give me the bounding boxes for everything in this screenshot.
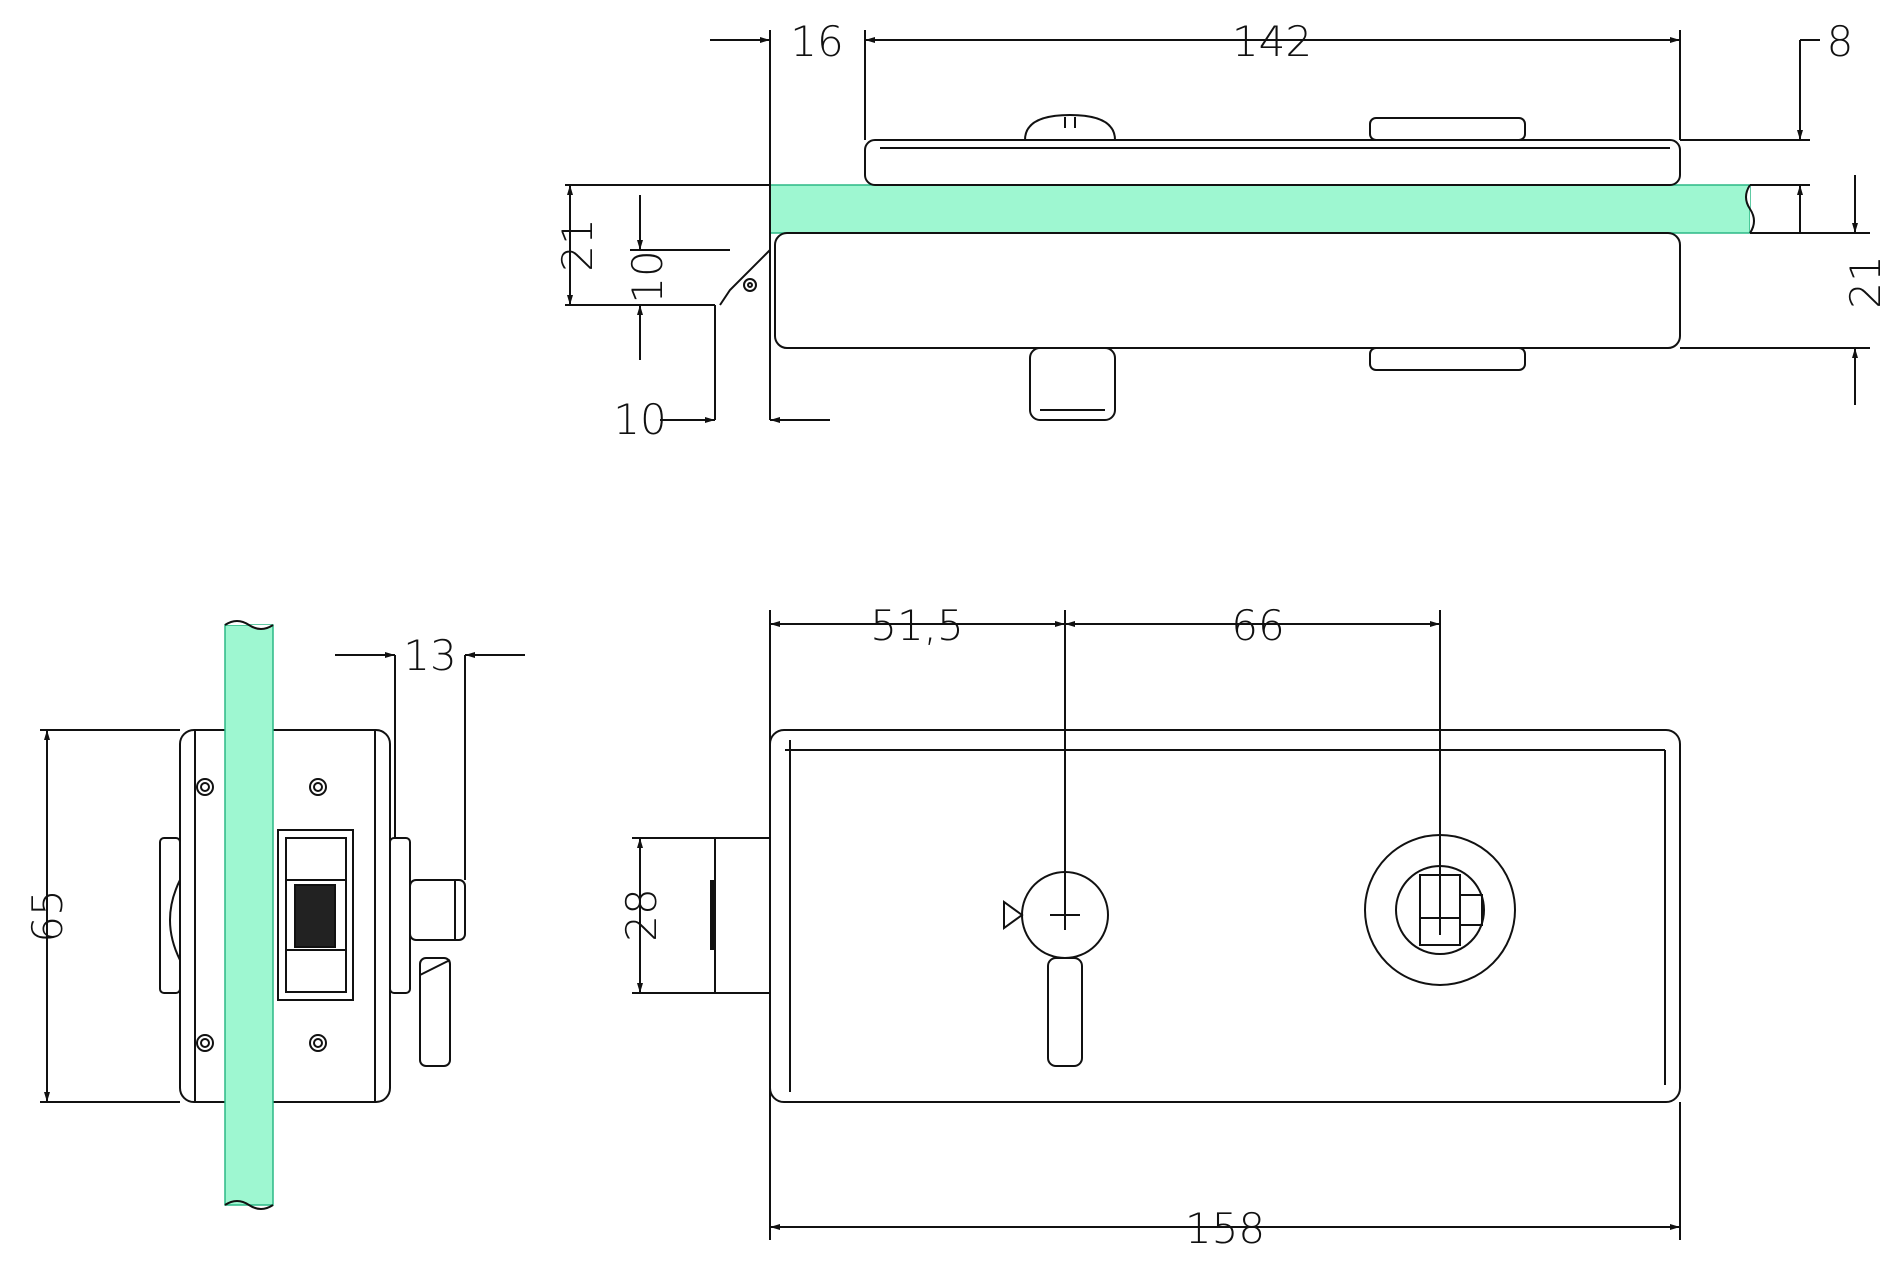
dim-label-21-right: 21	[1841, 255, 1890, 308]
dim-label-8: 8	[1827, 17, 1854, 66]
lock-body-top	[774, 232, 1681, 349]
handle-wing	[1003, 900, 1024, 930]
knob-bottom	[1029, 347, 1116, 421]
dim-label-142: 142	[1232, 17, 1312, 66]
latch-bevel	[719, 249, 771, 306]
dim-label-66: 66	[1231, 601, 1284, 650]
front-view-labels: 51,5 66 28 158	[617, 601, 1285, 1253]
dim-label-21-left: 21	[553, 218, 602, 271]
screw-head	[1023, 113, 1117, 141]
side-view	[40, 652, 525, 1103]
dim-label-13: 13	[403, 631, 456, 680]
glass-panel-top	[769, 184, 1751, 234]
screw-icon	[309, 1034, 327, 1052]
front-view	[632, 610, 1681, 1240]
top-view	[565, 30, 1870, 423]
clamp-plate	[864, 139, 1681, 186]
cylinder-top	[1369, 117, 1526, 141]
top-view-labels: 16 142 8 21 10 10 21	[553, 17, 1890, 444]
latch-core	[294, 884, 336, 948]
latch-bolt	[714, 837, 771, 994]
side-view-labels: 65 13	[23, 631, 457, 943]
dim-label-28: 28	[617, 888, 666, 941]
latch-pin	[743, 278, 757, 292]
front-handle-lever	[1047, 957, 1083, 1067]
screw-icon	[196, 1034, 214, 1052]
glass-panel-side	[224, 624, 274, 1206]
cylinder-bottom	[1369, 347, 1526, 371]
front-body	[769, 729, 1681, 1103]
dim-label-65: 65	[23, 889, 72, 942]
side-knob-right	[389, 837, 411, 994]
screw-icon	[196, 778, 214, 796]
dim-label-10-bottom: 10	[613, 395, 666, 444]
screw-icon	[309, 778, 327, 796]
dim-label-10-bevel: 10	[623, 250, 672, 303]
side-handle	[419, 957, 451, 1067]
side-spindle	[409, 879, 466, 941]
dim-label-16: 16	[790, 17, 843, 66]
dim-label-51-5: 51,5	[870, 601, 964, 650]
dim-label-158: 158	[1185, 1204, 1265, 1253]
